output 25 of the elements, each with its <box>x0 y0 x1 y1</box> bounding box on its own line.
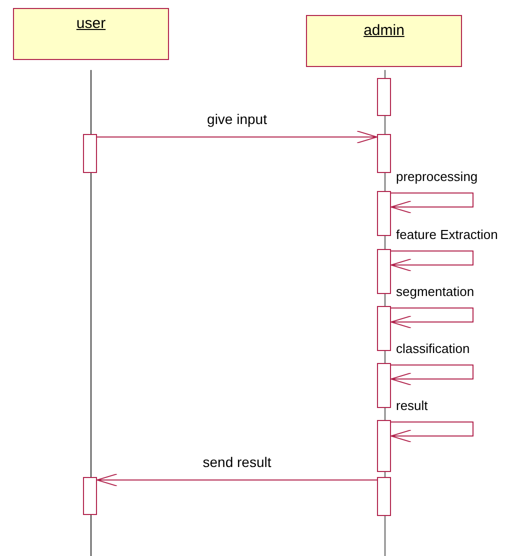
activation-bar <box>377 78 391 116</box>
participant-name: admin <box>364 22 404 39</box>
message-label: send result <box>202 454 272 470</box>
participant-name: user <box>76 15 106 32</box>
self-message-arrow <box>390 364 474 386</box>
message-label: preprocessing <box>396 169 478 185</box>
self-message-arrow <box>390 192 474 214</box>
activation-bar <box>377 420 391 472</box>
activation-bar <box>83 134 97 173</box>
activation-bar <box>377 477 391 516</box>
activation-bar <box>83 477 97 515</box>
lifeline-header-box <box>13 8 169 60</box>
message-arrow <box>96 130 378 144</box>
message-label: give input <box>207 111 267 127</box>
activation-bar <box>377 363 391 408</box>
self-message-arrow <box>390 422 474 442</box>
self-message-arrow <box>390 250 474 272</box>
activation-bar <box>377 191 391 236</box>
lifeline-header-box <box>306 15 462 67</box>
activation-bar <box>377 249 391 294</box>
message-arrow <box>96 474 378 486</box>
activation-bar <box>377 134 391 173</box>
message-label: segmentation <box>396 284 474 300</box>
self-message-arrow <box>390 308 474 328</box>
activation-bar <box>377 306 391 351</box>
